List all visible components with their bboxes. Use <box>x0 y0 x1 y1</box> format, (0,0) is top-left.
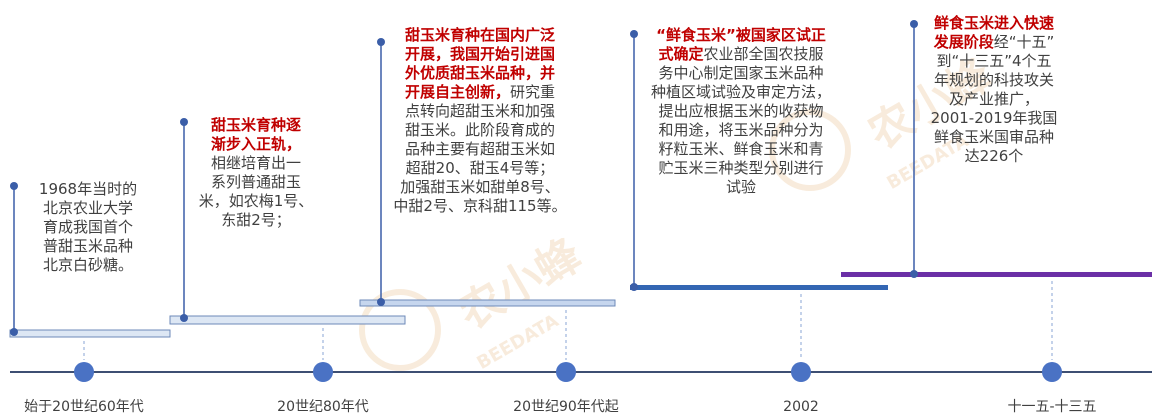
timeline-nodes <box>74 362 1062 382</box>
stage-note: 1968年当时的 北京农业大学 育成我国首个 普甜玉米品种 北京白砂糖。 <box>18 180 158 275</box>
stage-note: 甜玉米育种逐 渐步入正轨， 相继培育出一 系列普通甜玉 米，如农梅1号、 东甜2… <box>186 116 326 230</box>
stage-note: 甜玉米育种在国内广泛 开展，我国开始引进国 外优质甜玉米品种，并 开展自主创新，… <box>378 26 582 216</box>
stage-note: 鲜食玉米进入快速 发展阶段经“十五” 到“十三五”4个五 年规划的科技攻关 及产… <box>908 14 1080 166</box>
stage-note-body: 1968年当时的 北京农业大学 育成我国首个 普甜玉米品种 北京白砂糖。 <box>38 180 138 274</box>
stage-pin-base <box>377 298 385 306</box>
stage-note-highlight: 甜玉米育种逐 渐步入正轨， <box>210 116 301 153</box>
stage-pin-base <box>180 314 188 322</box>
timeline-node <box>556 362 576 382</box>
axis-label: 十一五-十三五 <box>1007 399 1097 415</box>
axis-label: 20世纪80年代 <box>277 399 369 415</box>
stage-bar <box>169 315 406 325</box>
timeline-node <box>1042 362 1062 382</box>
axis-label: 始于20世纪60年代 <box>24 399 144 415</box>
stage-pin-dot <box>377 38 385 46</box>
stage-bar <box>630 285 888 290</box>
stage-note-body: 农业部全国农技服 务中心制定国家玉米品种 种植区域试验及审定方法， 提出应根据玉… <box>650 45 831 196</box>
stage-pin-base <box>10 328 18 336</box>
watermark-ring <box>769 109 851 191</box>
axis-label: 2002 <box>783 399 819 415</box>
stage-dashes <box>83 281 1053 360</box>
stage-pin-dot <box>630 30 638 38</box>
stage-note-body: 相继培育出一 系列普通甜玉 米，如农梅1号、 东甜2号； <box>198 154 314 229</box>
watermark-ring <box>359 289 441 371</box>
stage-note-highlight: 鲜食玉米进入快速 发展阶段 <box>933 14 1054 51</box>
stage-note: “鲜食玉米”被国家区试正 式确定农业部全国农技服 务中心制定国家玉米品种 种植区… <box>634 26 848 197</box>
timeline-node <box>313 362 333 382</box>
watermark-cn: 农小蜂 <box>450 229 591 340</box>
stage-note-highlight: 甜玉米育种在国内广泛 开展，我国开始引进国 外优质甜玉米品种，并 开展自主创新， <box>404 26 555 101</box>
stage-bars <box>9 272 1152 338</box>
stage-bar <box>359 299 616 307</box>
stage-pin-dot <box>910 20 918 28</box>
timeline-node <box>791 362 811 382</box>
stage-bar <box>841 272 1152 277</box>
stage-pin-dot <box>10 182 18 190</box>
stage-bar <box>9 329 171 338</box>
stage-pin-base <box>630 283 638 291</box>
stage-note-body: 研究重 点转向超甜玉米和加强 甜玉米。此阶段育成的 品种主要有超甜玉米如 超甜2… <box>393 83 567 215</box>
stage-pins <box>10 20 918 336</box>
stage-pin-dot <box>180 118 188 126</box>
timeline-node <box>74 362 94 382</box>
stage-note-highlight: “鲜食玉米”被国家区试正 式确定 <box>656 26 826 63</box>
stage-note-body: 经“十五” 到“十三五”4个五 年规划的科技攻关 及产业推广， 2001-201… <box>930 33 1058 165</box>
axis-label: 20世纪90年代起 <box>513 399 619 415</box>
stage-pin-base <box>910 270 918 278</box>
